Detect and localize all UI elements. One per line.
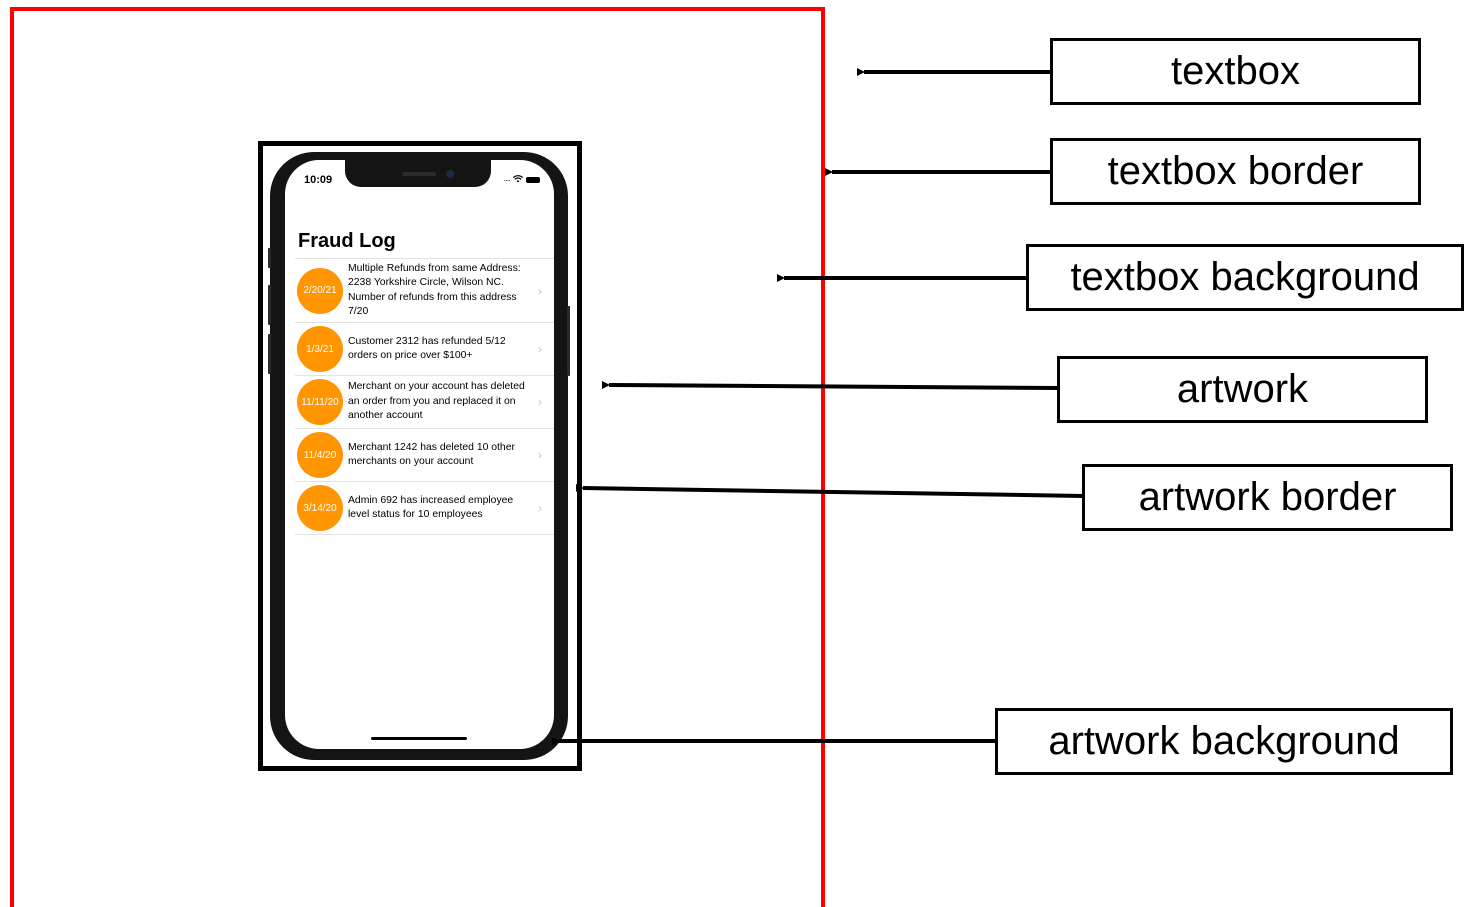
label-textbox-background: textbox background xyxy=(1026,244,1464,311)
label-textbox: textbox xyxy=(1050,38,1421,105)
battery-icon xyxy=(526,177,540,183)
list-item-text: Admin 692 has increased employee level s… xyxy=(348,494,514,521)
date-badge: 2/20/21 xyxy=(297,267,343,314)
label-artwork-border: artwork border xyxy=(1082,464,1453,531)
home-indicator xyxy=(371,737,467,740)
date-badge: 1/3/21 xyxy=(297,326,343,372)
wifi-icon xyxy=(512,175,524,185)
list-item[interactable]: 1/3/21 Customer 2312 has refunded 5/12 o… xyxy=(295,323,554,376)
status-time: 10:09 xyxy=(304,174,333,186)
date-badge: 11/4/20 xyxy=(297,432,343,478)
chevron-right-icon: › xyxy=(538,283,542,298)
textbox-frame xyxy=(10,7,825,907)
chevron-right-icon: › xyxy=(538,501,542,515)
date-badge: 11/11/20 xyxy=(297,379,343,425)
page-title: Fraud Log xyxy=(298,230,396,252)
list-item-text: Multiple Refunds from same Address: 2238… xyxy=(348,262,521,318)
chevron-right-icon: › xyxy=(538,395,542,409)
fraud-log-list: 2/20/21 Multiple Refunds from same Addre… xyxy=(295,258,554,535)
label-artwork-background: artwork background xyxy=(995,708,1453,775)
list-item[interactable]: 3/14/20 Admin 692 has increased employee… xyxy=(295,482,554,535)
phone-screen: 10:09 ···· Fraud Log 2/20/21 Multiple Re… xyxy=(285,160,554,749)
signal-icon: ···· xyxy=(503,175,511,185)
label-textbox-border: textbox border xyxy=(1050,138,1421,205)
phone-side-button xyxy=(567,306,570,376)
phone-side-button xyxy=(268,334,271,374)
list-item[interactable]: 2/20/21 Multiple Refunds from same Addre… xyxy=(295,259,554,323)
chevron-right-icon: › xyxy=(538,342,542,356)
status-icons: ···· xyxy=(503,175,540,185)
label-artwork: artwork xyxy=(1057,356,1428,423)
chevron-right-icon: › xyxy=(538,448,542,462)
list-item-text: Merchant 1242 has deleted 10 other merch… xyxy=(348,441,515,468)
speaker-grille xyxy=(402,172,436,176)
date-badge: 3/14/20 xyxy=(297,485,343,531)
phone-side-button xyxy=(268,248,271,268)
list-item-text: Customer 2312 has refunded 5/12 orders o… xyxy=(348,335,506,362)
list-item[interactable]: 11/4/20 Merchant 1242 has deleted 10 oth… xyxy=(295,429,554,482)
camera-icon xyxy=(446,170,454,178)
phone-side-button xyxy=(268,285,271,325)
list-item[interactable]: 11/11/20 Merchant on your account has de… xyxy=(295,376,554,429)
phone-notch xyxy=(345,160,491,187)
list-item-text: Merchant on your account has deleted an … xyxy=(348,381,525,422)
